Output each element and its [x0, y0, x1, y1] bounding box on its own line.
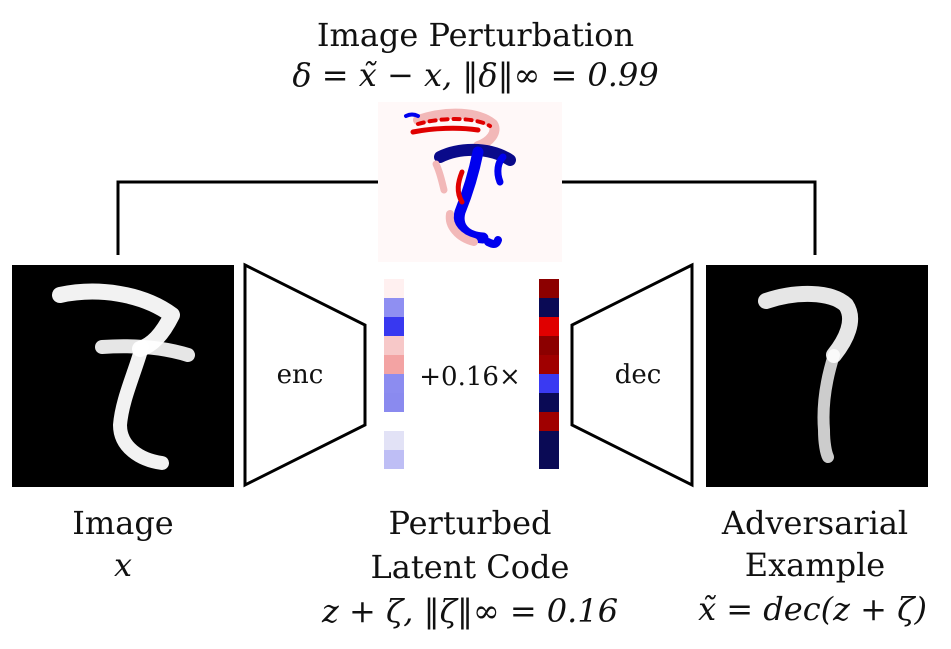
latent-code-cell — [384, 298, 404, 317]
latent-code-cell — [384, 317, 404, 336]
output-title-line1: Adversarial — [721, 504, 909, 542]
input-image — [12, 265, 234, 487]
latent-code-cell — [384, 374, 404, 393]
decoder-shape — [570, 262, 694, 488]
latent-perturbation-cell — [539, 317, 559, 336]
latent-perturbation-cell — [539, 431, 559, 450]
latent-code-cell — [384, 355, 404, 374]
latent-perturbation-cell — [539, 374, 559, 393]
encoder-label: enc — [276, 360, 324, 390]
right-connector — [562, 180, 817, 255]
input-image-symbol: x — [113, 546, 133, 584]
latent-title-line2: Latent Code — [370, 548, 570, 586]
input-image-title: Image — [72, 504, 174, 542]
latent-perturbation-vector — [539, 279, 559, 469]
adversarial-image — [706, 265, 928, 487]
perturbation-formula: δ = x̃ − x, ‖δ‖∞ = 0.99 — [292, 56, 659, 94]
decoder-label: dec — [614, 360, 662, 390]
latent-perturbation-cell — [539, 298, 559, 317]
latent-code-vector — [384, 279, 404, 469]
latent-formula: z + ζ, ‖ζ‖∞ = 0.16 — [321, 592, 619, 630]
left-connector — [116, 180, 378, 255]
latent-perturbation-cell — [539, 279, 559, 298]
output-title-line2: Example — [744, 546, 886, 584]
latent-perturbation-cell — [539, 355, 559, 374]
latent-code-cell — [384, 450, 404, 469]
output-formula: x̃ = dec(z + ζ) — [698, 590, 927, 628]
perturbation-title: Image Perturbation — [316, 16, 635, 54]
latent-code-cell — [384, 412, 404, 431]
latent-perturbation-cell — [539, 450, 559, 469]
latent-perturbation-cell — [539, 393, 559, 412]
latent-code-cell — [384, 431, 404, 450]
latent-perturbation-cell — [539, 412, 559, 431]
latent-title-line1: Perturbed — [388, 504, 552, 542]
latent-code-cell — [384, 393, 404, 412]
multiplier-label: +0.16× — [419, 362, 521, 392]
latent-code-cell — [384, 279, 404, 298]
latent-code-cell — [384, 336, 404, 355]
perturbation-image — [378, 102, 562, 262]
encoder-shape — [243, 262, 367, 488]
latent-perturbation-cell — [539, 336, 559, 355]
